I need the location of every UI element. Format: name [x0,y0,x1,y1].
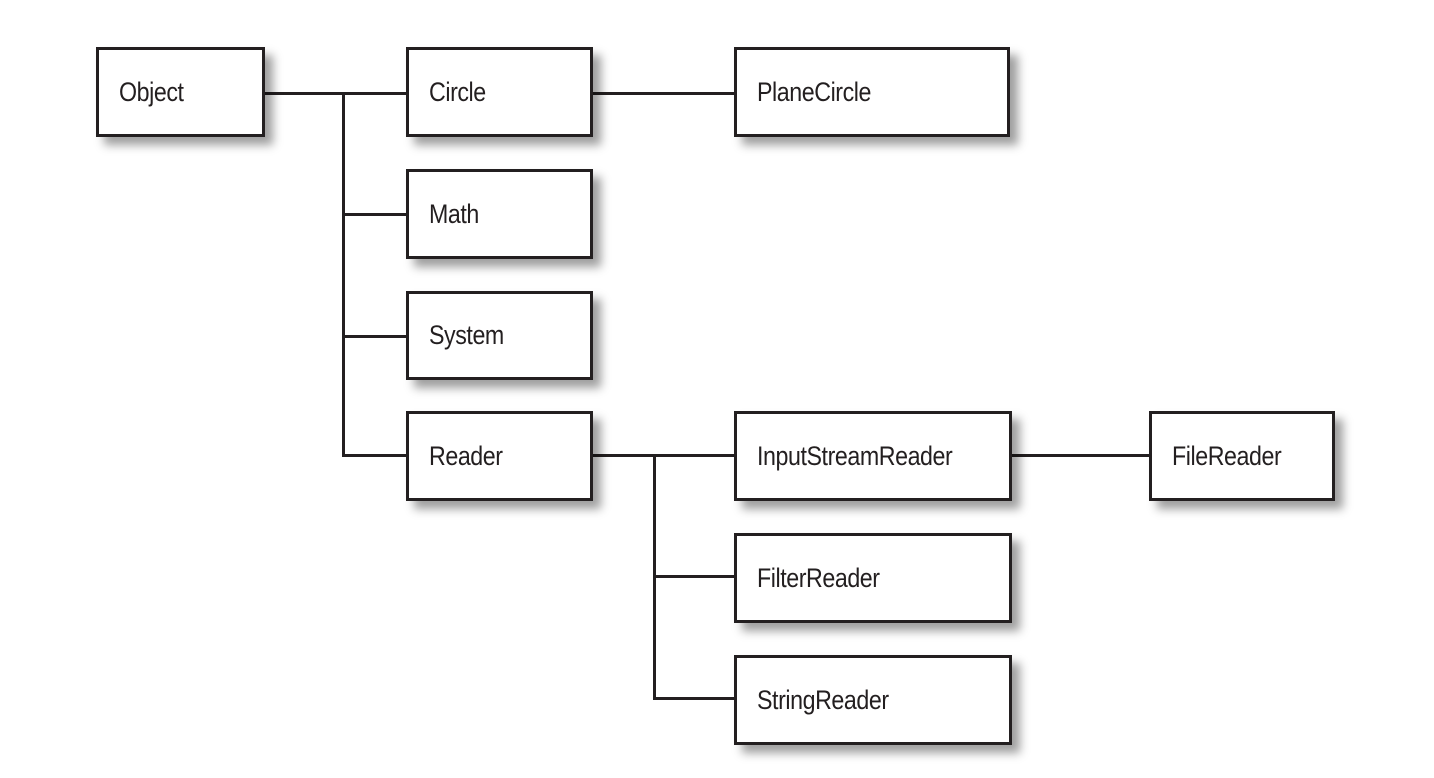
node-inputstreamreader: InputStreamReader [734,411,1012,501]
node-circle: Circle [406,47,593,137]
node-reader-label: Reader [429,440,503,471]
connector-circle-planecircle [591,92,735,95]
node-filereader: FileReader [1149,411,1335,501]
node-math-label: Math [429,198,479,229]
node-system: System [406,291,593,380]
connector-to-stringreader [653,697,735,700]
connector-to-reader [342,454,407,457]
node-filereader-label: FileReader [1172,440,1282,471]
connector-to-math [342,213,407,216]
node-inputstreamreader-label: InputStreamReader [757,440,953,471]
node-object-label: Object [119,76,184,107]
connector-to-filterreader [653,575,735,578]
connector-reader-trunk-h [591,454,735,457]
node-circle-label: Circle [429,76,486,107]
node-stringreader: StringReader [734,655,1012,745]
connector-inputstreamreader-filereader [1010,454,1150,457]
node-math: Math [406,169,593,259]
connector-to-system [342,335,407,338]
connector-object-trunk-h [263,92,407,95]
node-object: Object [96,47,265,137]
node-planecircle: PlaneCircle [734,47,1010,137]
node-stringreader-label: StringReader [757,684,889,715]
node-reader: Reader [406,411,593,501]
node-system-label: System [429,320,504,350]
node-filterreader-label: FilterReader [757,562,880,593]
node-planecircle-label: PlaneCircle [757,76,872,107]
node-filterreader: FilterReader [734,533,1012,623]
connector-object-trunk-v [342,92,345,457]
